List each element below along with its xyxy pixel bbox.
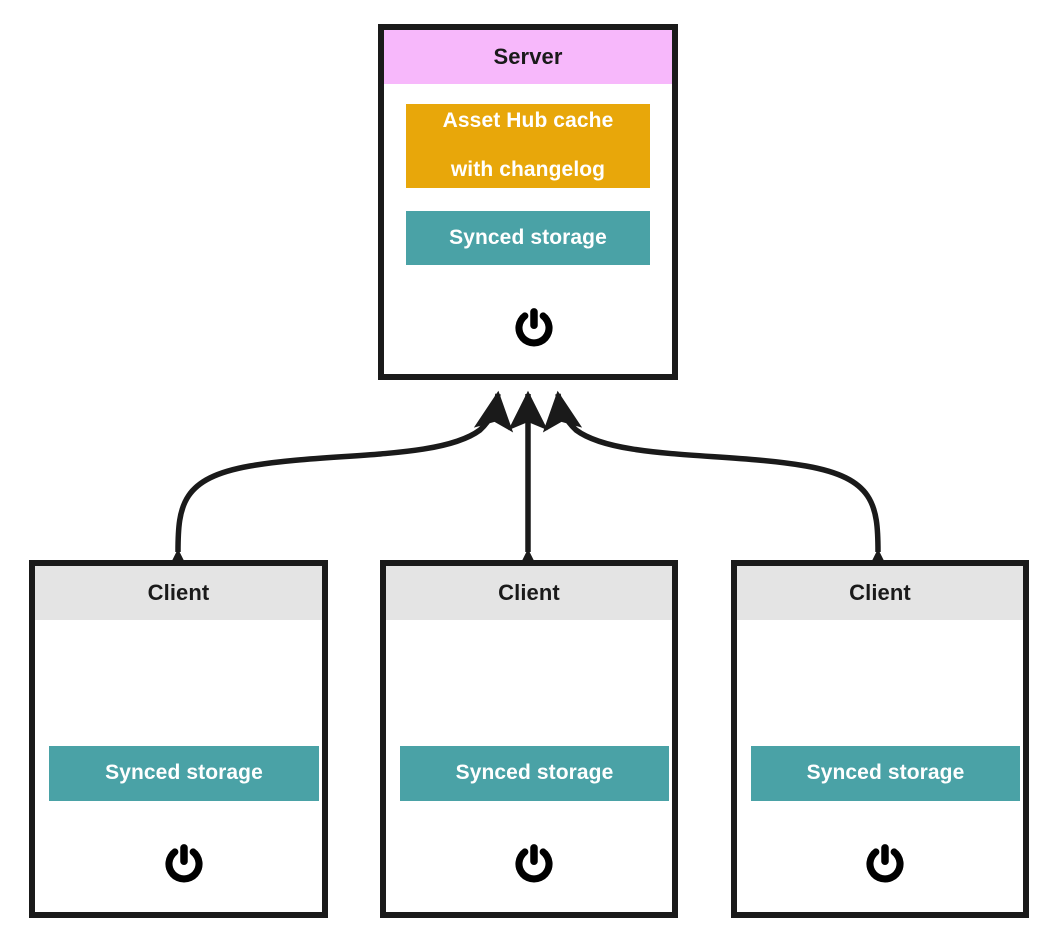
server-synced-storage-label: Synced storage: [449, 225, 607, 249]
connector-server-client-3: [542, 390, 898, 589]
connector-server-client-1: [158, 390, 514, 589]
client-2-power-icon[interactable]: [511, 841, 557, 887]
client-3-header-label: Client: [849, 580, 911, 605]
server-header-label: Server: [493, 44, 563, 69]
cache-label-line-2: with changelog: [450, 158, 606, 182]
client-2-header-label: Client: [498, 580, 560, 605]
server-asset-hub-cache-label: Asset Hub cache with changelog: [443, 109, 614, 183]
client-3-synced-storage-label: Synced storage: [806, 761, 965, 785]
client-2-header: Client: [386, 566, 672, 620]
client-1-power-icon[interactable]: [161, 841, 207, 887]
server-node[interactable]: Server Asset Hub cache with changelog Syn…: [378, 24, 678, 380]
client-2-synced-storage-block[interactable]: Synced storage: [400, 746, 669, 801]
client-3-synced-storage-block[interactable]: Synced storage: [751, 746, 1020, 801]
client-1-synced-storage-label: Synced storage: [105, 761, 263, 785]
client-node-1[interactable]: Client Synced storage: [29, 560, 328, 918]
client-1-header: Client: [35, 566, 322, 620]
client-3-header: Client: [737, 566, 1023, 620]
client-1-header-label: Client: [147, 580, 210, 605]
client-2-synced-storage-label: Synced storage: [455, 761, 614, 785]
client-node-3[interactable]: Client Synced storage: [731, 560, 1029, 918]
server-asset-hub-cache-block[interactable]: Asset Hub cache with changelog: [406, 104, 650, 188]
client-1-synced-storage-block[interactable]: Synced storage: [49, 746, 319, 801]
client-3-power-icon[interactable]: [862, 841, 908, 887]
server-synced-storage-block[interactable]: Synced storage: [406, 211, 650, 265]
client-node-2[interactable]: Client Synced storage: [380, 560, 678, 918]
cache-label-line-1: Asset Hub cache: [442, 108, 614, 132]
server-power-icon[interactable]: [511, 305, 557, 351]
server-header: Server: [384, 30, 672, 84]
